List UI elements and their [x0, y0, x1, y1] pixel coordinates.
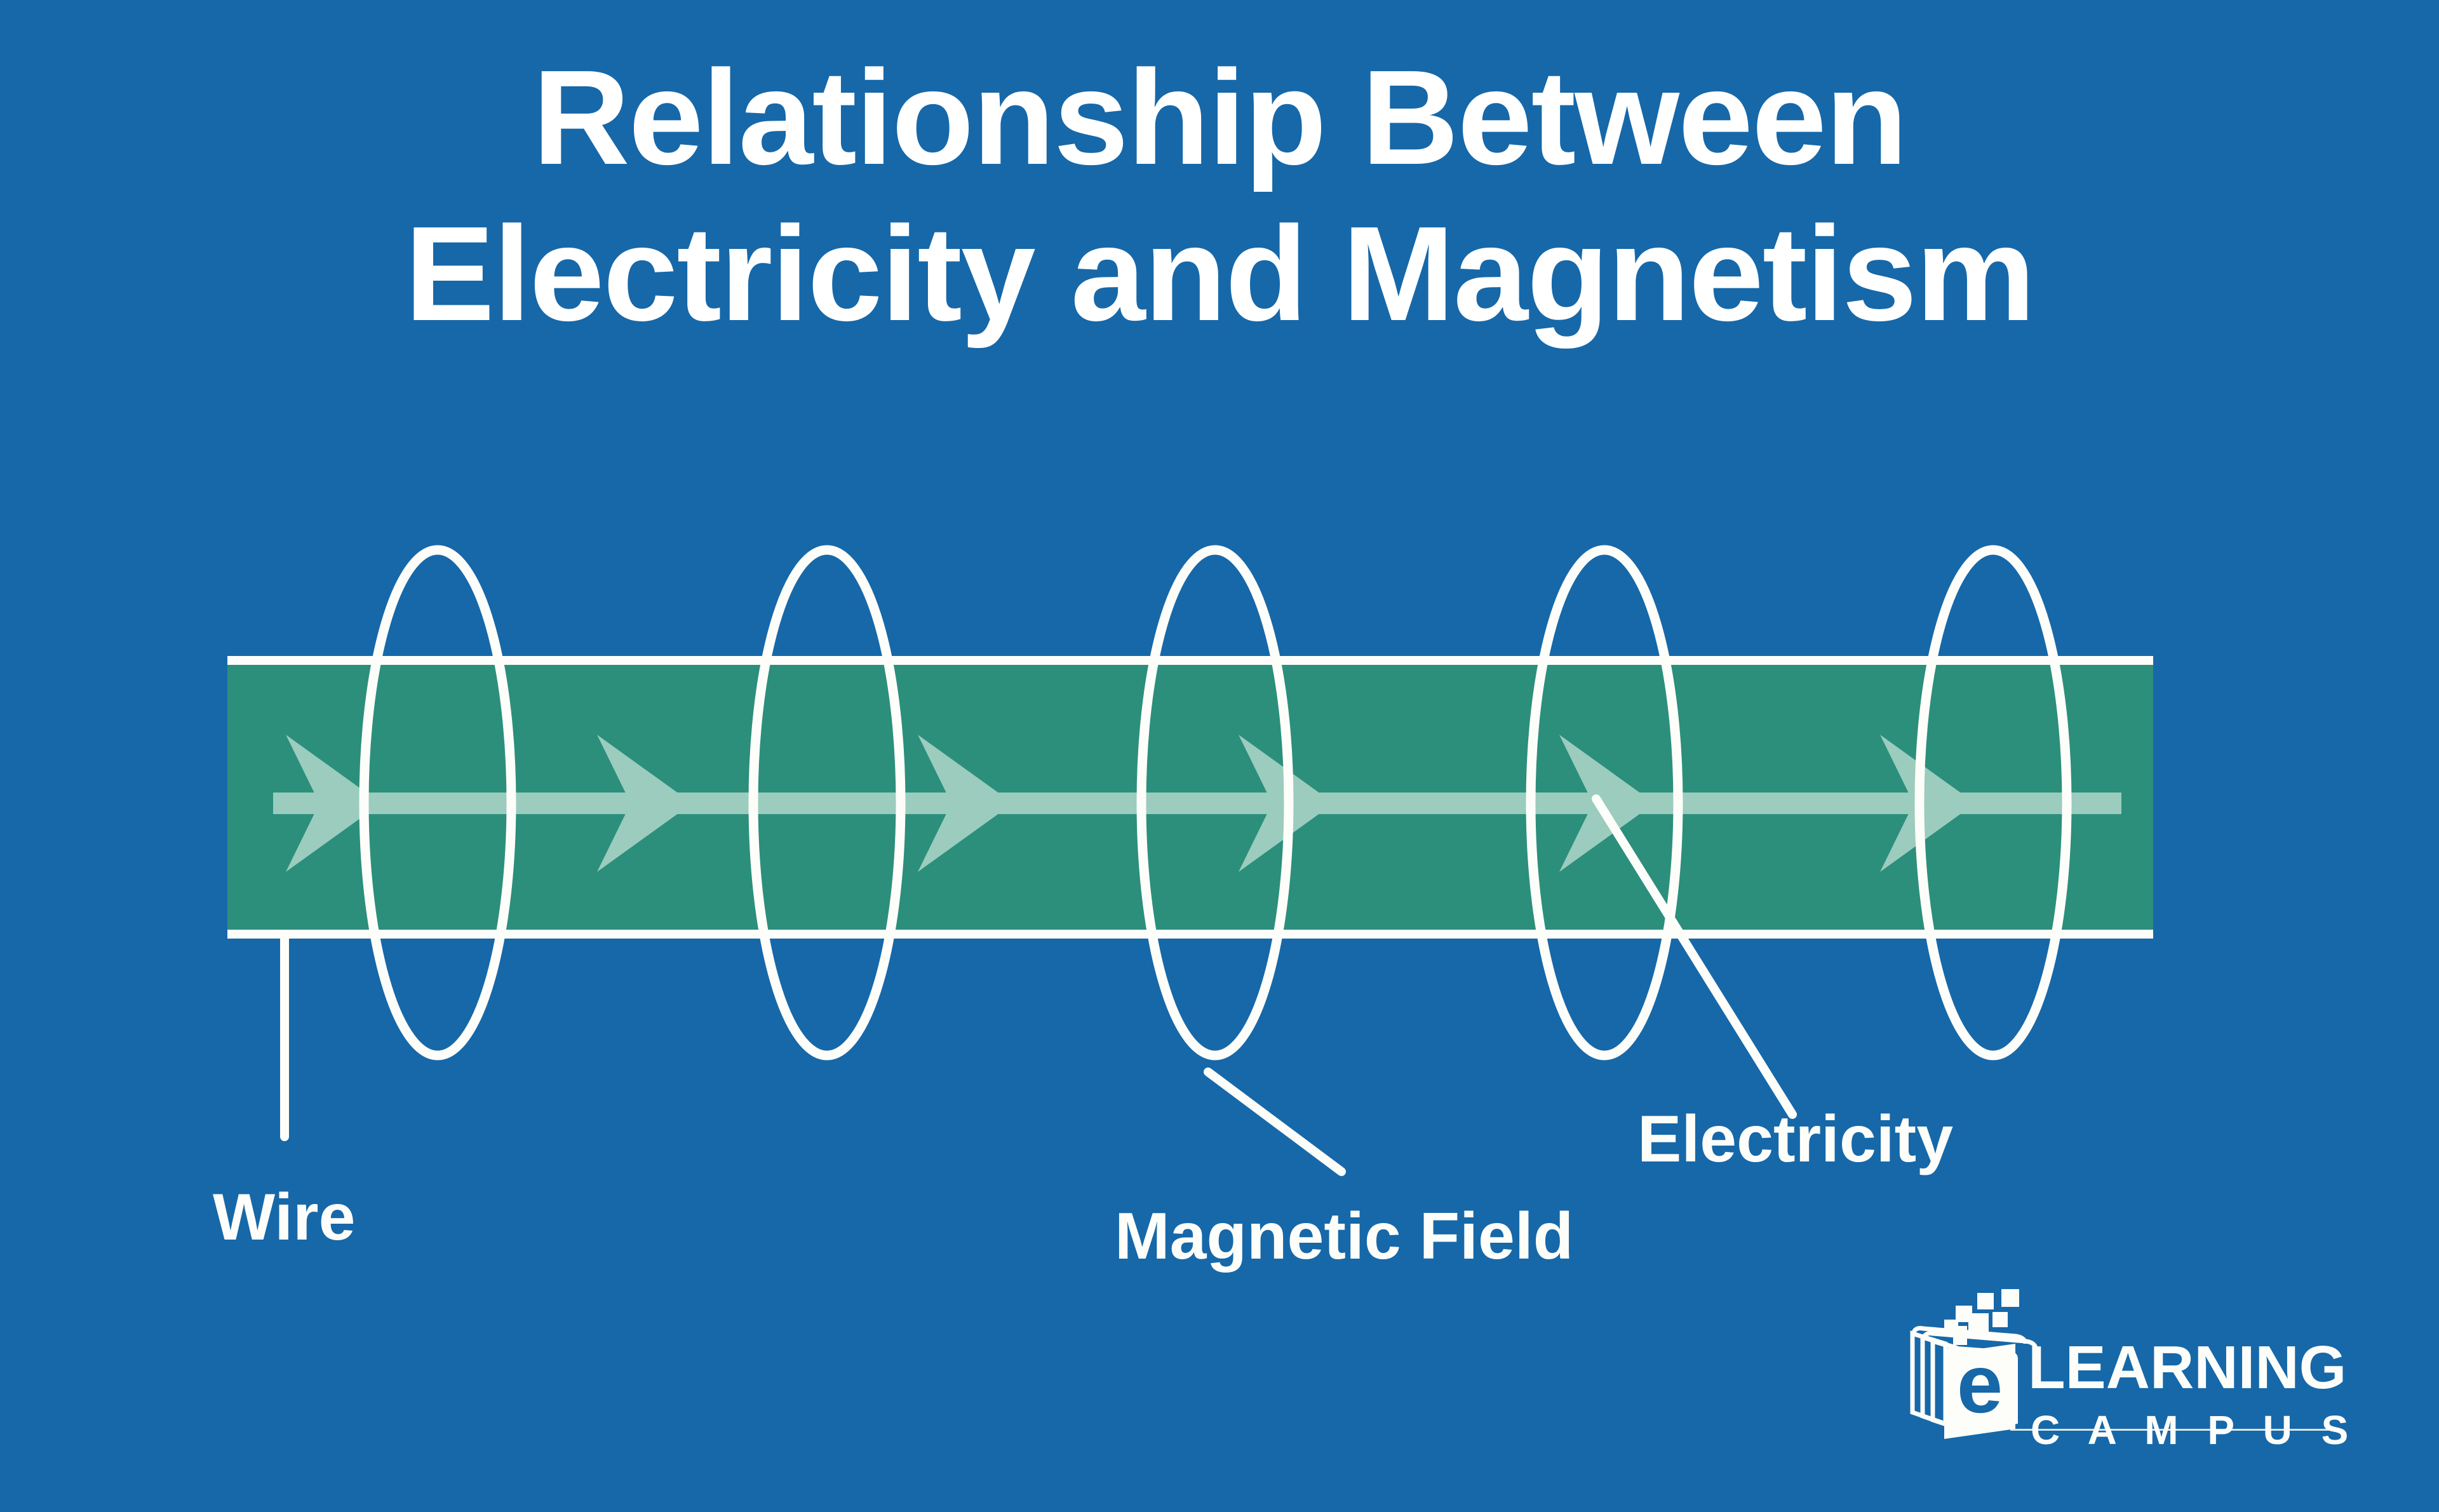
magnetic-field-loop [1136, 545, 1294, 1060]
label-magnetic-field: Magnetic Field [1115, 1200, 1574, 1273]
logo-artwork: e LEARNING C A M P U S [1910, 1289, 2348, 1453]
magnetic-field-loop [1526, 545, 1683, 1060]
magnetic-field-loop [748, 545, 906, 1060]
logo-divider [2010, 1429, 2341, 1431]
leader-line-magnetic-field [1204, 1067, 1346, 1176]
label-electricity: Electricity [1637, 1102, 1954, 1176]
magnetic-field-loops [359, 545, 2072, 1060]
current-arrow-group [273, 735, 2121, 872]
leader-line-electricity [1592, 794, 1797, 1119]
book-front-cover-icon: e [1944, 1337, 2018, 1439]
elearning-campus-logo: e LEARNING C A M P U S [1909, 1288, 2353, 1485]
logo-wordmark-learning: LEARNING [2028, 1334, 2346, 1402]
logo-letter-e: e [1957, 1337, 2003, 1430]
page-title-line-1: Relationship Between [532, 42, 1908, 192]
page-title: Relationship Between Electricity and Mag… [0, 39, 2439, 352]
leader-lines [280, 794, 1797, 1176]
label-wire: Wire [213, 1181, 356, 1254]
page-title-line-2: Electricity and Magnetism [405, 197, 2035, 349]
magnetic-field-loop [1914, 545, 2072, 1060]
magnetic-field-loop [359, 545, 516, 1060]
current-arrow-shaft [273, 793, 2121, 814]
